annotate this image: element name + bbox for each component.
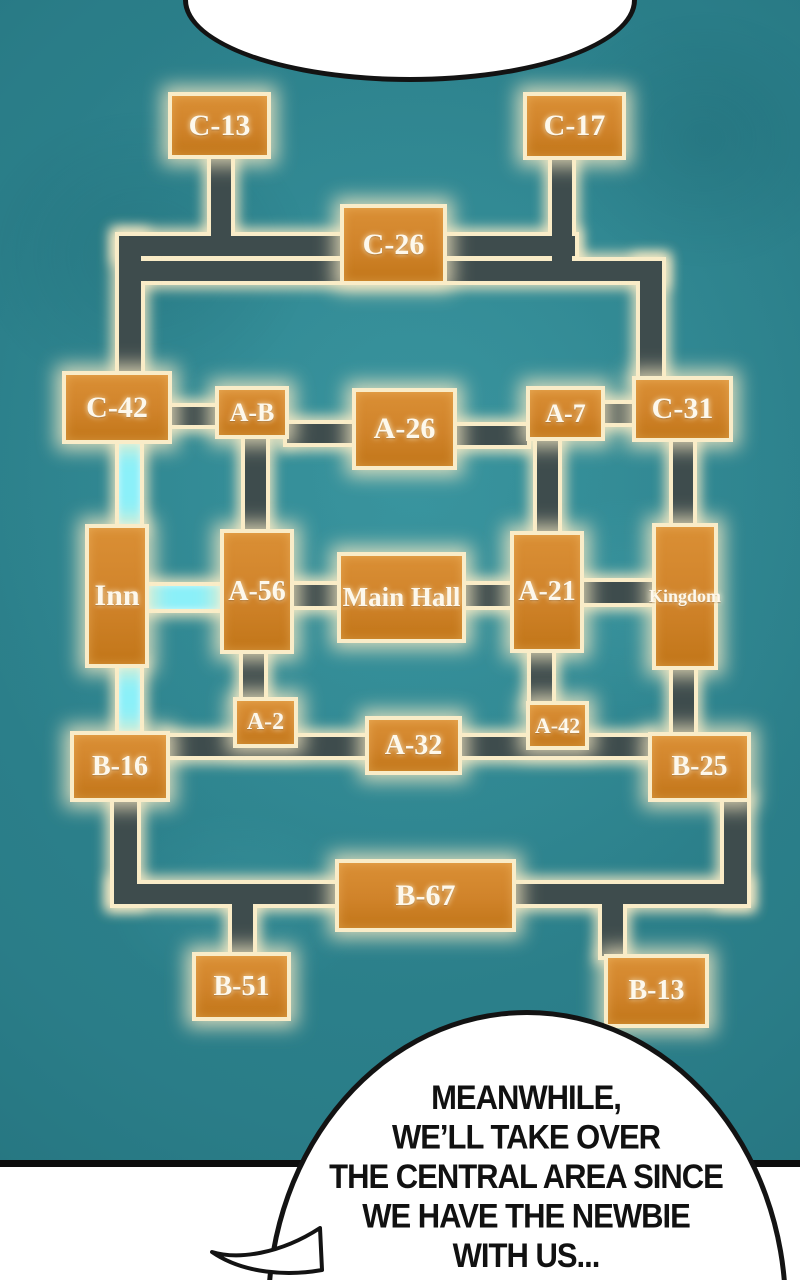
- map-path-mainhall-a21: [464, 585, 512, 606]
- map-path-ab-a56: [245, 437, 266, 531]
- map-path-a7-a21: [537, 439, 558, 533]
- map-room-b-16: B-16: [70, 731, 170, 802]
- map-room-a-32: A-32: [365, 716, 462, 775]
- map-room-a-26: A-26: [352, 388, 457, 470]
- speech-text-line: WE HAVE THE NEWBIE: [362, 1196, 691, 1236]
- map-room-label: B-67: [395, 878, 456, 912]
- speech-text-line: MEANWHILE,: [431, 1078, 622, 1117]
- map-path-trunk-left-drop: [119, 236, 141, 373]
- map-room-label: B-13: [628, 975, 685, 1006]
- map-path-c31-kingdom: [673, 440, 693, 525]
- map-room-label: C-26: [362, 227, 425, 261]
- map-room-c-31: C-31: [632, 376, 733, 442]
- map-room-a-21: A-21: [510, 531, 584, 653]
- map-path-a7-c31: [603, 404, 634, 423]
- map-room-inn: Inn: [85, 524, 149, 668]
- map-path-a26-a7: [455, 426, 527, 445]
- map-room-label: A-32: [384, 729, 443, 761]
- map-room-label: B-25: [671, 751, 728, 782]
- map-path-inn-a56: [147, 586, 221, 609]
- map-room-a-b: A-B: [215, 386, 289, 439]
- map-path-ab-a26: [287, 424, 354, 443]
- map-room-label: C-42: [86, 390, 148, 424]
- map-room-a-42: A-42: [526, 701, 589, 750]
- speech-text-line: WITH US...: [452, 1236, 601, 1275]
- map-room-label: Main Hall: [342, 582, 461, 612]
- map-path-c42-inn: [119, 442, 140, 526]
- map-room-label: A-42: [534, 712, 581, 738]
- map-room-label: C-13: [188, 108, 251, 142]
- speech-text-line: THE CENTRAL AREA SINCE: [329, 1157, 724, 1196]
- map-path-b25-down: [724, 800, 747, 902]
- map-path-c13-down: [211, 158, 231, 242]
- map-room-c-13: C-13: [168, 92, 271, 159]
- map-room-label: B-16: [92, 750, 148, 782]
- map-room-label: Inn: [94, 579, 140, 612]
- map-room-b-51: B-51: [192, 952, 291, 1021]
- map-room-main-hall: Main Hall: [337, 552, 466, 643]
- map-room-kingdom: Kingdom: [648, 523, 722, 670]
- map-path-a56-a2: [243, 652, 264, 699]
- map-room-label: A-56: [228, 575, 286, 607]
- map-room-label: A-B: [229, 397, 275, 427]
- map-path-b16-down: [114, 800, 137, 902]
- map-path-a56-mainhall: [292, 585, 339, 606]
- map-path-a21-a42: [531, 652, 552, 703]
- map-room-label: Kingdom: [648, 586, 722, 606]
- map-room-c-26: C-26: [340, 204, 447, 285]
- map-room-a-7: A-7: [526, 386, 605, 441]
- map-room-label: C-17: [543, 109, 606, 142]
- map-path-inn-b16: [119, 666, 140, 733]
- map-room-b-25: B-25: [648, 732, 751, 802]
- map-room-c-42: C-42: [62, 371, 172, 444]
- map-path-trunk-right-drop: [640, 261, 662, 378]
- map-path-c42-ab: [170, 407, 217, 425]
- map-room-label: A-21: [518, 576, 576, 607]
- map-room-a-56: A-56: [220, 529, 294, 654]
- map-path-kingdom-b25: [673, 668, 694, 734]
- map-room-b-67: B-67: [335, 859, 516, 932]
- map-path-a21-kingdom: [582, 582, 654, 603]
- map-room-label: C-31: [651, 392, 714, 425]
- speech-text-line: WE’LL TAKE OVER: [391, 1117, 661, 1157]
- map-room-c-17: C-17: [523, 92, 626, 160]
- map-path-b51-up: [232, 902, 253, 954]
- map-room-label: A-2: [246, 709, 285, 735]
- map-path-b13-up: [602, 902, 623, 956]
- map-room-label: B-51: [213, 970, 270, 1002]
- map-room-label: A-7: [545, 398, 586, 428]
- map-room-b-13: B-13: [604, 954, 709, 1028]
- map-room-label: A-26: [373, 412, 436, 445]
- map-room-a-2: A-2: [233, 697, 298, 748]
- speech-bubble-tail: [210, 1226, 324, 1275]
